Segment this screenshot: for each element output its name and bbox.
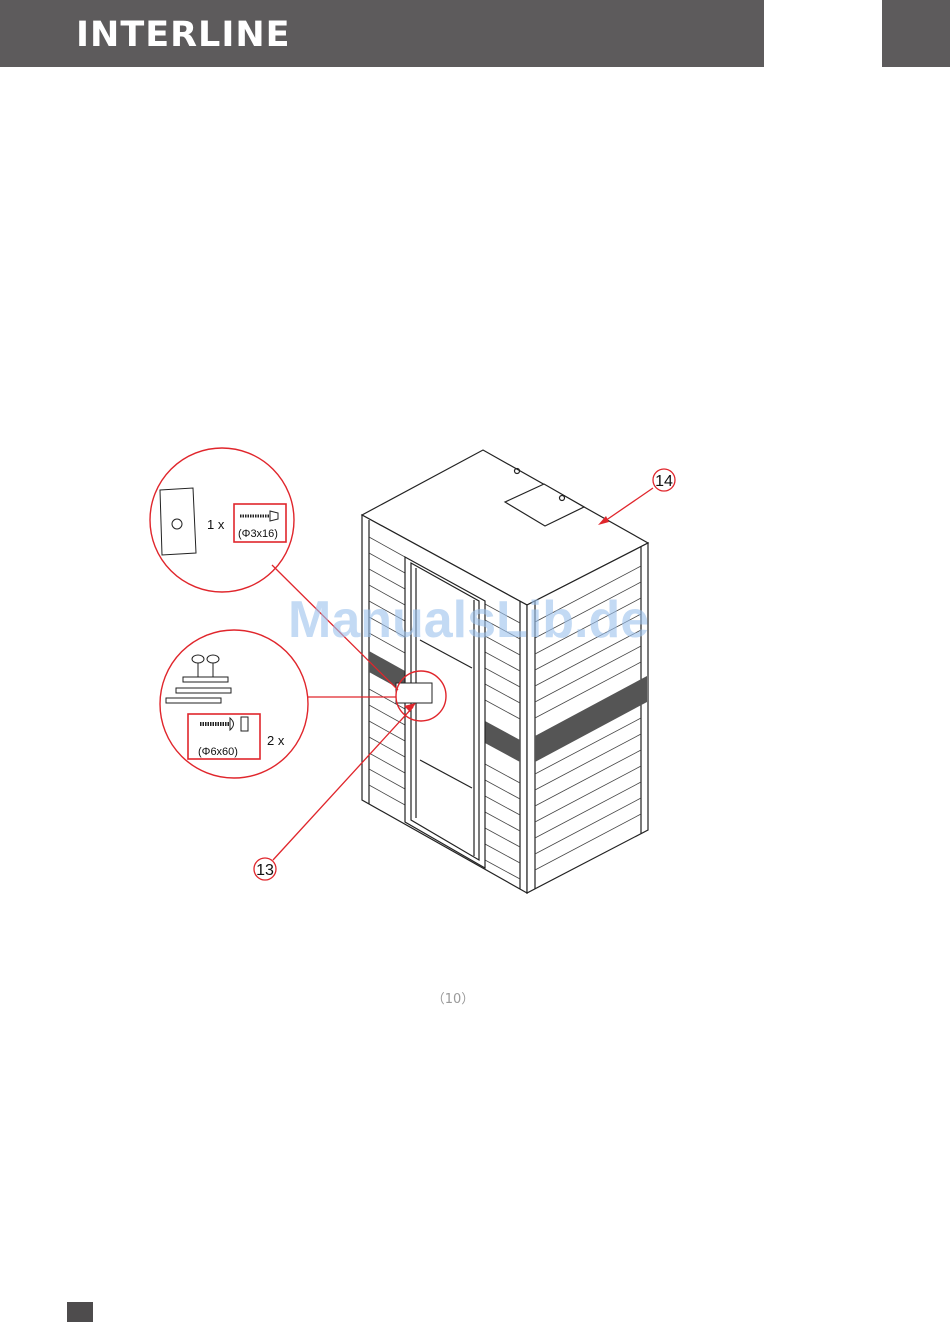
svg-text:13: 13 (256, 862, 274, 879)
screw-spec-top: (Φ3x16) (238, 528, 278, 540)
callout-top: 1 x (Φ3x16) (150, 448, 294, 592)
callout-top-quantity: 1 x (207, 517, 225, 532)
svg-text:14: 14 (655, 473, 673, 490)
callout-bottom: (Φ6x60) 2 x (160, 630, 308, 778)
header-tab (882, 0, 950, 67)
screw-spec-bottom: (Φ6x60) (198, 746, 238, 758)
part-label-13: 13 (254, 858, 276, 880)
footer-block (67, 1302, 93, 1322)
arrow-14 (602, 488, 653, 523)
door-bracket (396, 683, 432, 703)
assembly-diagram: 1 x (Φ3x16) (Φ6x60) 2 x (140, 440, 700, 900)
brand-logo: INTERLINE (76, 10, 291, 60)
callout-bottom-quantity: 2 x (267, 733, 285, 748)
part-label-14: 14 (653, 469, 675, 491)
watermark: ManualsLib.de (288, 590, 668, 650)
page-number: （10） (0, 988, 906, 1007)
